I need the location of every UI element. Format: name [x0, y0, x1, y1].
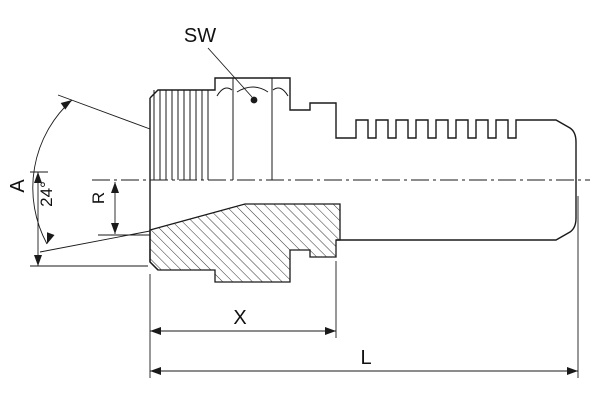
sw-dot: [250, 96, 258, 104]
cone-line-upper: [57, 94, 151, 130]
dim-x: [149, 261, 337, 378]
cone-angle: [32, 94, 151, 253]
fitting-outline-top: [149, 77, 577, 241]
thread-lines: [153, 90, 209, 180]
dim-a: [30, 171, 148, 267]
dim-r: [98, 182, 150, 236]
label-a: A: [7, 179, 29, 193]
label-l: L: [360, 347, 371, 369]
label-r: R: [89, 192, 108, 204]
sw-leader: [207, 47, 258, 104]
section-hatch: [149, 203, 341, 283]
cone-line-lower: [39, 230, 151, 253]
label-x: X: [233, 307, 246, 329]
label-sw: SW: [184, 25, 216, 47]
nut-chamfer-arcs: [216, 86, 289, 97]
cone-angle-arc: [32, 99, 73, 245]
label-angle: 24°: [37, 181, 56, 207]
dim-l: [150, 196, 579, 378]
hex-nut: [216, 78, 289, 180]
